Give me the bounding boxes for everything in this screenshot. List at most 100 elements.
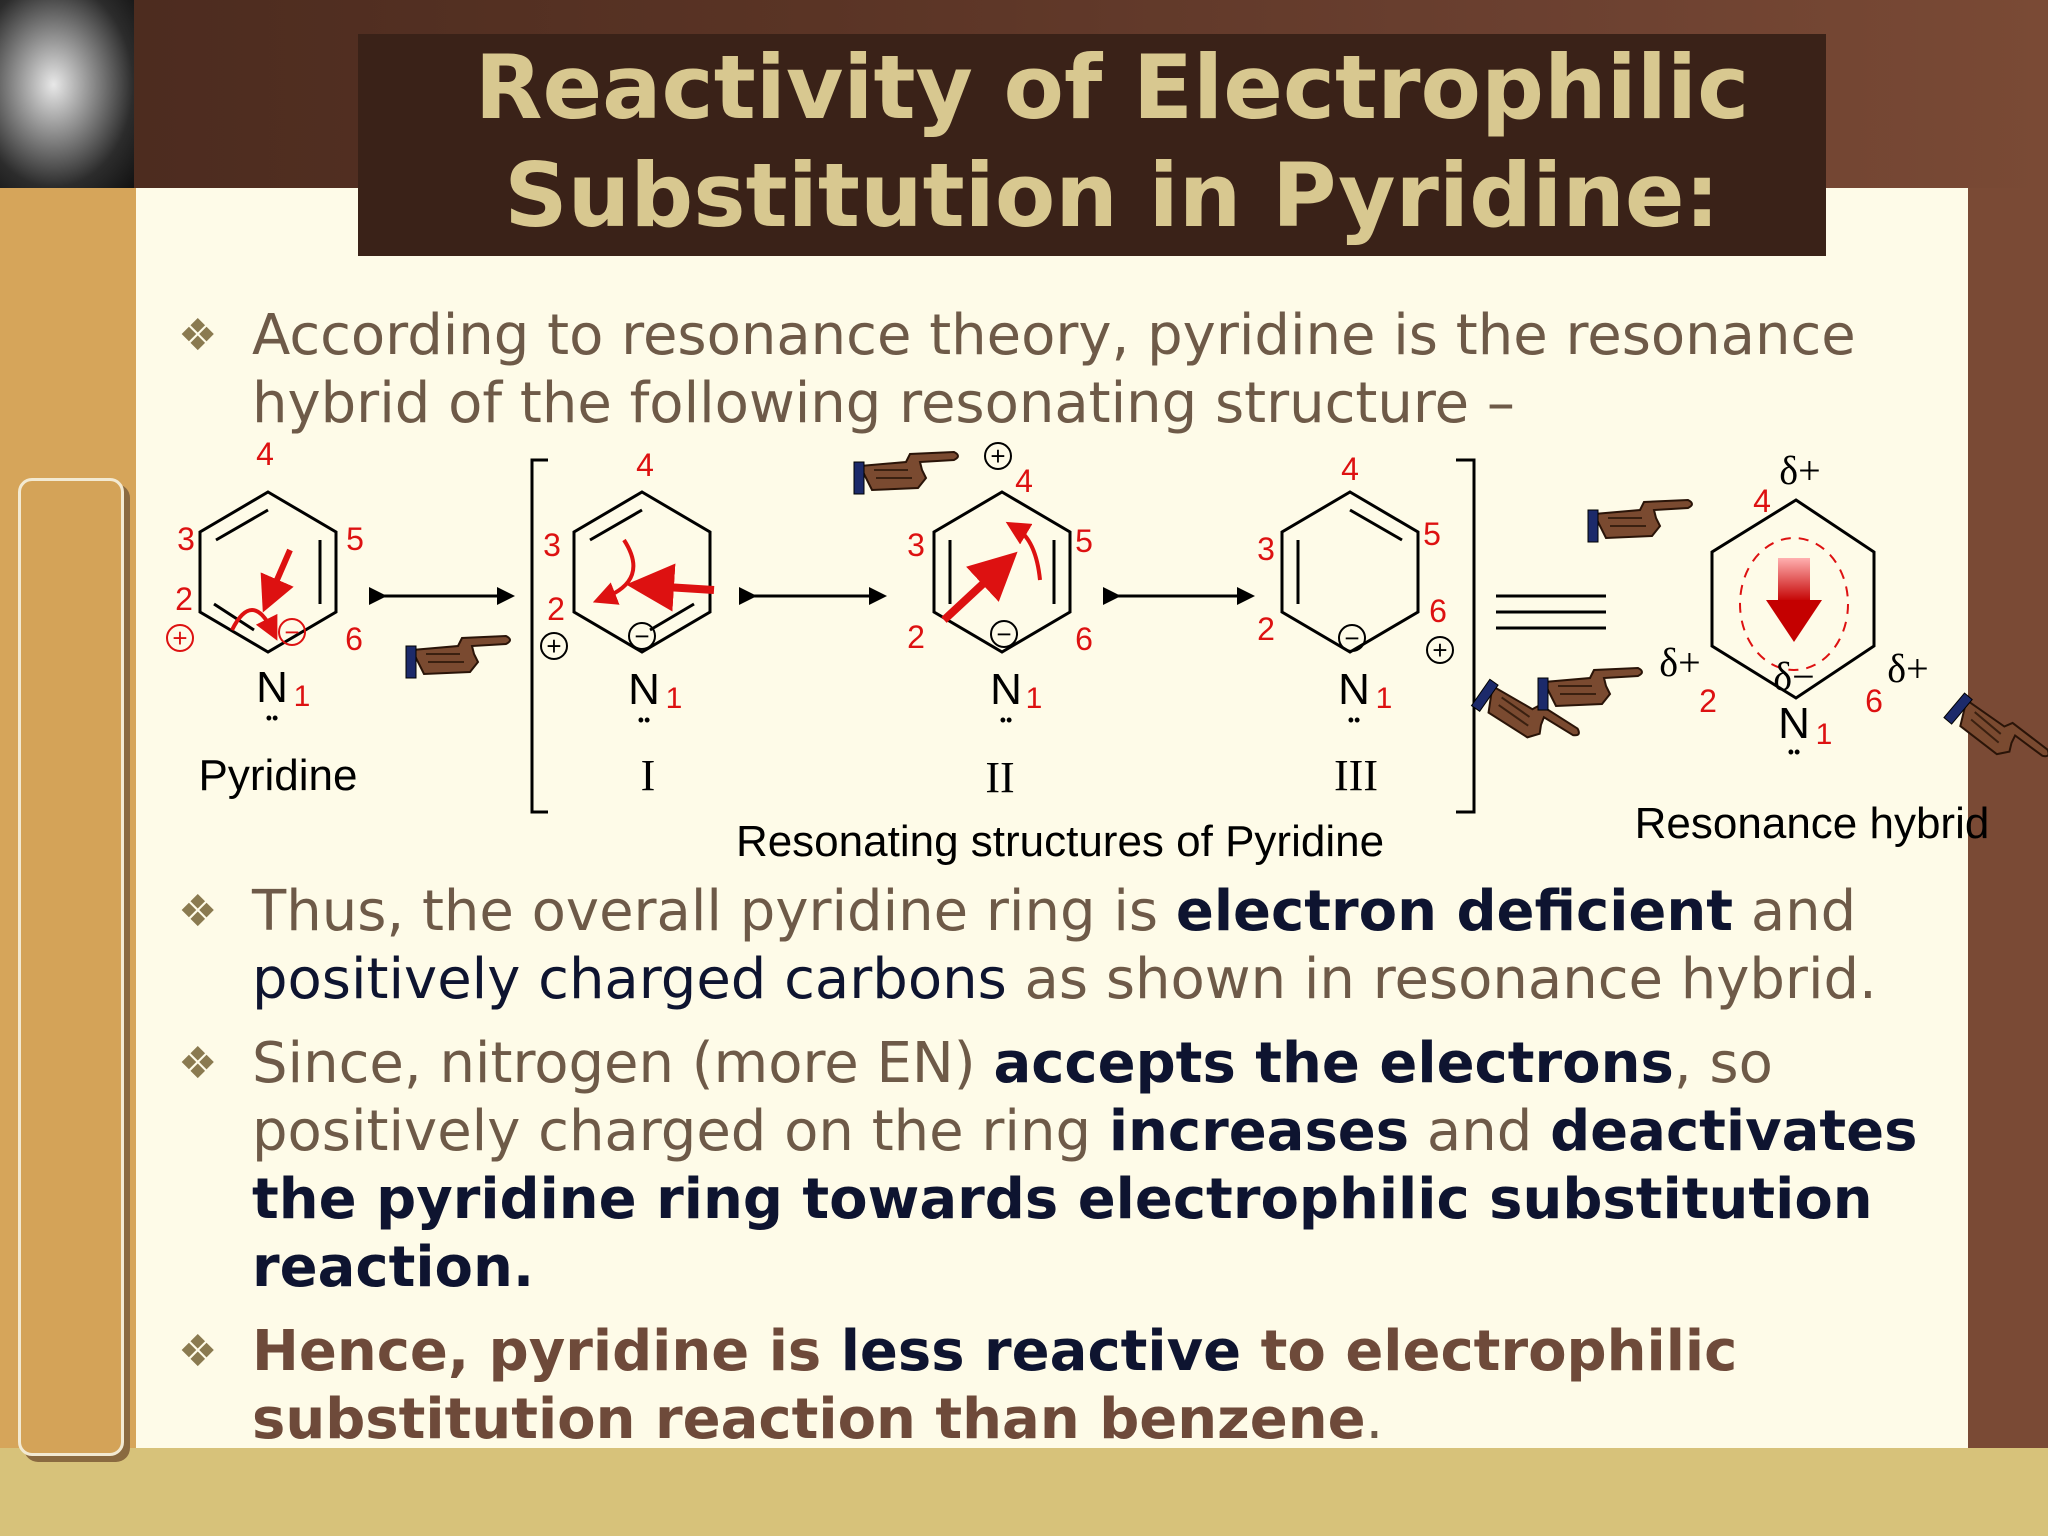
pointing-hand-icon bbox=[1942, 684, 2048, 786]
bullet-2-text-c: and bbox=[1733, 879, 1857, 944]
bullet-3-emphasis-1: accepts the electrons bbox=[993, 1031, 1674, 1096]
bullet-4-mark: ❖ bbox=[178, 1326, 218, 1377]
hybrid-caption: Resonance hybrid bbox=[1635, 799, 1990, 848]
s1-pos-1: 1 bbox=[666, 682, 683, 715]
hybrid-delta-plus-right: δ+ bbox=[1887, 646, 1928, 691]
s3-plus: + bbox=[1432, 635, 1447, 665]
s1-minus: − bbox=[634, 621, 649, 651]
pyridine-minus: − bbox=[284, 617, 299, 647]
s1-pos-2: 2 bbox=[547, 591, 565, 627]
s3-pos-3: 3 bbox=[1257, 531, 1275, 567]
bullet-3-text-e: and bbox=[1409, 1099, 1551, 1164]
pyridine-pos-5: 5 bbox=[346, 521, 364, 557]
bracket-right bbox=[1456, 458, 1476, 814]
bracket-left bbox=[530, 458, 548, 814]
bullet-2-text-d: as shown in resonance hybrid. bbox=[1006, 947, 1877, 1012]
s2-lone-pair: •• bbox=[1000, 710, 1013, 730]
content-area bbox=[136, 188, 1968, 1448]
bullet-4-text-a: Hence, pyridine is bbox=[252, 1319, 841, 1384]
pyridine-minus-circle bbox=[278, 618, 306, 646]
s3-pos-1: 1 bbox=[1376, 682, 1393, 715]
s1-nitrogen: N bbox=[628, 665, 660, 714]
bullet-3-emphasis-3: deactivates bbox=[1550, 1099, 1918, 1164]
hybrid-lone-pair: •• bbox=[1788, 742, 1801, 762]
hybrid-delta-minus: δ− bbox=[1773, 654, 1814, 699]
bullet-3-text-a: Since, nitrogen (more EN) bbox=[252, 1031, 994, 1096]
pyridine-pos-3: 3 bbox=[177, 521, 195, 557]
s3-minus-circle bbox=[1338, 624, 1366, 652]
s2-pos-3: 3 bbox=[907, 527, 925, 563]
s1-plus: + bbox=[546, 631, 561, 661]
hybrid-pos-4: 4 bbox=[1753, 483, 1771, 519]
bullet-3-emphasis-2: increases bbox=[1108, 1099, 1410, 1164]
s2-pos-2: 2 bbox=[907, 619, 925, 655]
title-box bbox=[358, 34, 1826, 256]
s2-pos-1: 1 bbox=[1026, 682, 1043, 715]
s2-plus: + bbox=[990, 441, 1005, 471]
bullet-2-text: Thus, the overall pyridine ring is elect… bbox=[252, 878, 2048, 1014]
pyridine-nitrogen: N bbox=[256, 663, 288, 712]
bottom-band bbox=[0, 1448, 2048, 1536]
resonance-hybrid bbox=[1710, 498, 1876, 700]
pyridine-plus-circle bbox=[166, 624, 194, 652]
pyridine-lone-pair: •• bbox=[266, 708, 279, 728]
pyridine-pos-2: 2 bbox=[175, 581, 193, 617]
s2-nitrogen: N bbox=[990, 665, 1022, 714]
bullet-3-line-4: reaction. bbox=[252, 1235, 535, 1300]
title-line-2: Substitution in Pyridine: bbox=[504, 144, 1720, 247]
bullet-1-mark: ❖ bbox=[178, 310, 218, 361]
hybrid-nitrogen: N bbox=[1778, 699, 1810, 748]
pyridine-plus: + bbox=[172, 623, 187, 653]
structure-2 bbox=[932, 490, 1072, 654]
side-panel bbox=[18, 478, 124, 1456]
s2-minus-circle bbox=[990, 620, 1018, 648]
slide-title: Reactivity of Electrophilic Substitution… bbox=[358, 34, 1826, 256]
bullet-3-text-d: positively charged on the ring bbox=[252, 1099, 1109, 1164]
bullet-3-line-3: the pyridine ring towards electrophilic … bbox=[252, 1167, 1873, 1232]
bullet-1-line-2: hybrid of the following resonating struc… bbox=[252, 371, 1515, 436]
hybrid-pos-6: 6 bbox=[1865, 683, 1883, 719]
s3-label: III bbox=[1334, 751, 1378, 800]
s2-pos-6: 6 bbox=[1075, 621, 1093, 657]
bullet-2-text-a: Thus, the overall pyridine ring is bbox=[252, 879, 1176, 944]
s1-pos-3: 3 bbox=[543, 527, 561, 563]
title-line-1: Reactivity of Electrophilic bbox=[474, 36, 1750, 139]
s3-pos-5: 5 bbox=[1423, 516, 1441, 552]
s3-nitrogen: N bbox=[1338, 665, 1370, 714]
s2-minus: − bbox=[996, 619, 1011, 649]
resonating-caption: Resonating structures of Pyridine bbox=[736, 817, 1384, 866]
bullet-4-emphasis: less reactive bbox=[840, 1319, 1242, 1384]
pointing-hand-icon bbox=[1537, 667, 1643, 711]
bullet-2-dark-text: positively charged carbons bbox=[252, 947, 1007, 1012]
pyridine-structure bbox=[198, 490, 338, 654]
right-strip bbox=[1968, 188, 2048, 1463]
s3-pos-4: 4 bbox=[1341, 451, 1359, 487]
bullet-2-emphasis: electron deficient bbox=[1175, 879, 1734, 944]
bullet-3-text: Since, nitrogen (more EN) accepts the el… bbox=[252, 1030, 2048, 1302]
s2-pos-4: 4 bbox=[1015, 463, 1033, 499]
pyridine-pos-6: 6 bbox=[345, 621, 363, 657]
bullet-4-text: Hence, pyridine is less reactive to elec… bbox=[252, 1318, 2048, 1454]
hybrid-delta-plus-left: δ+ bbox=[1659, 640, 1700, 685]
s3-plus-circle bbox=[1426, 636, 1454, 664]
s3-minus: − bbox=[1344, 623, 1359, 653]
bullet-1-text: According to resonance theory, pyridine … bbox=[252, 302, 2048, 438]
pointing-hand-icon bbox=[405, 635, 511, 679]
s3-pos-2: 2 bbox=[1257, 611, 1275, 647]
pointing-hand-icon bbox=[853, 451, 959, 495]
pyridine-pos-1: 1 bbox=[294, 680, 311, 713]
equivalence-sign bbox=[1496, 594, 1606, 630]
corner-photo bbox=[0, 0, 134, 188]
pyridine-pos-4: 4 bbox=[256, 436, 274, 472]
s1-minus-circle bbox=[628, 622, 656, 650]
s3-pos-6: 6 bbox=[1429, 593, 1447, 629]
hybrid-pos-2: 2 bbox=[1699, 683, 1717, 719]
structure-3 bbox=[1280, 490, 1420, 654]
s1-pos-4: 4 bbox=[636, 447, 654, 483]
bullet-1-line-1: According to resonance theory, pyridine … bbox=[252, 303, 1856, 368]
bullet-3-mark: ❖ bbox=[178, 1038, 218, 1089]
s2-plus-circle bbox=[984, 442, 1012, 470]
pyridine-label: Pyridine bbox=[199, 751, 358, 800]
bullet-4-text-c: to electrophilic bbox=[1241, 1319, 1738, 1384]
